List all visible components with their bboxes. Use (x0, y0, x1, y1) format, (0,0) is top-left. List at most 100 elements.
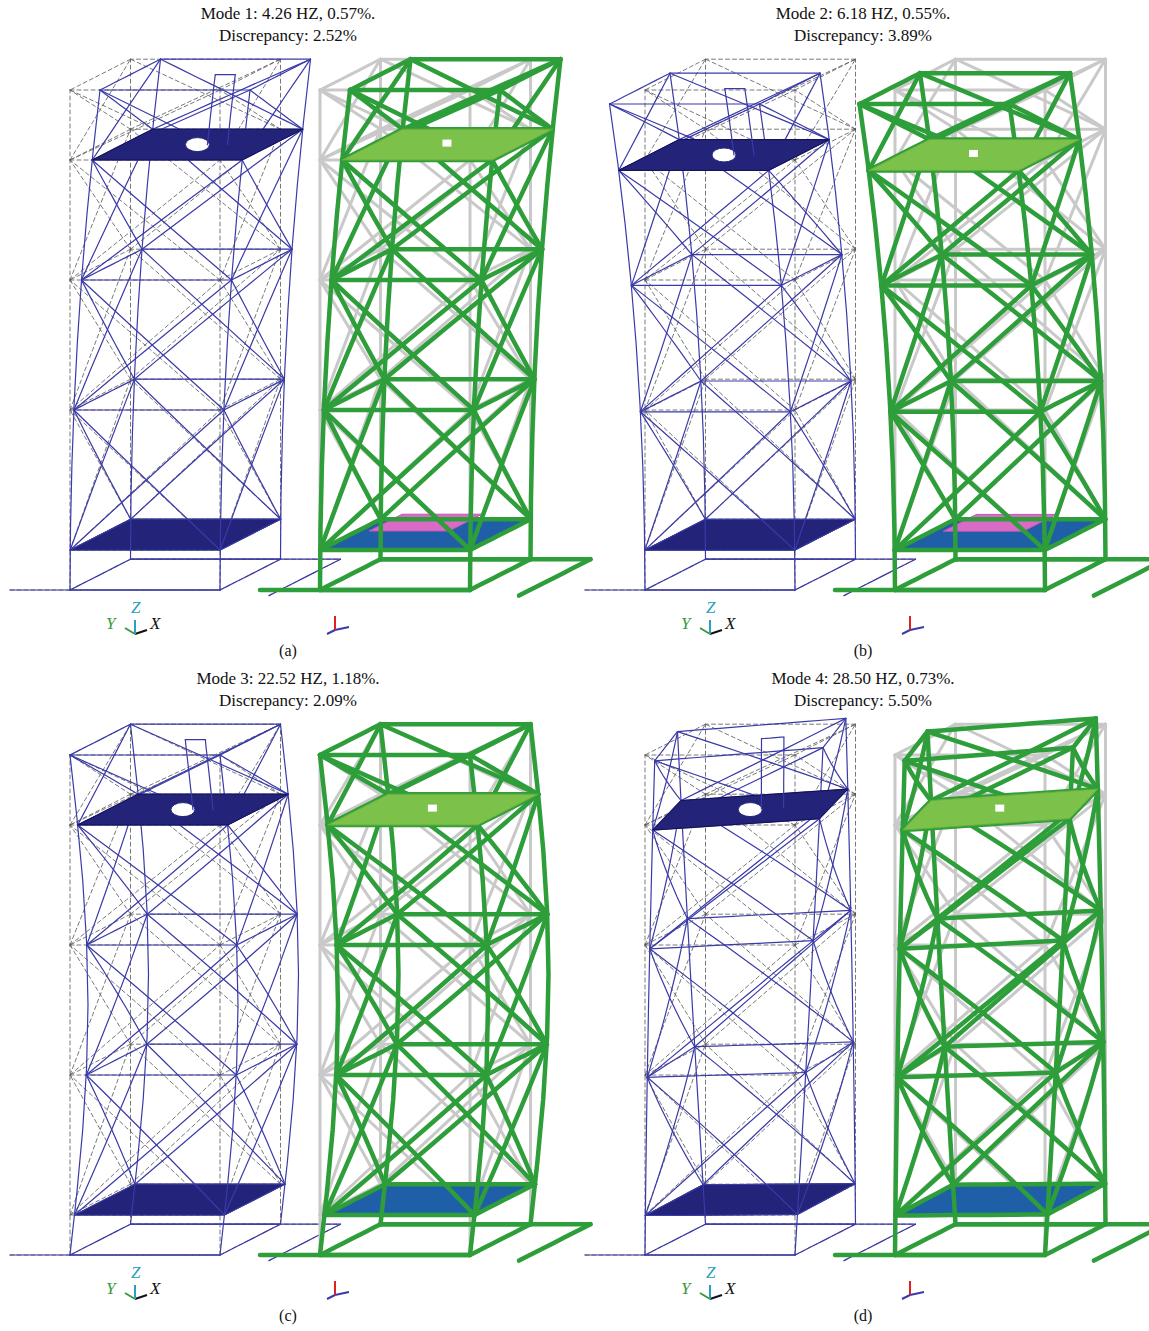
tower-member (75, 1075, 237, 1215)
tower-member (205, 740, 213, 810)
tower-member (640, 255, 692, 412)
tower-member (645, 825, 795, 945)
tower-member (795, 249, 856, 280)
mode-title: Discrepancy: 2.09% (219, 691, 357, 711)
tower-member (10, 1255, 220, 1256)
tower-member (147, 914, 297, 915)
tower-member (131, 1044, 281, 1184)
tower-member (706, 379, 856, 380)
tower-member (1094, 559, 1149, 595)
axis-label: Y (681, 614, 690, 634)
tower-member (795, 559, 856, 590)
tower-member (890, 410, 1040, 415)
tower-member (74, 379, 134, 410)
tower-member (645, 280, 795, 410)
tower-member (869, 170, 1032, 285)
axis-label: X (150, 614, 160, 634)
tower-member (945, 910, 1101, 1046)
tower-member (131, 1044, 281, 1184)
tower-member (381, 558, 591, 561)
panel-caption: (a) (279, 642, 297, 660)
tower-member (956, 558, 1149, 561)
tower-member (381, 517, 531, 522)
floor-plate (645, 519, 856, 550)
tower-member (519, 559, 591, 595)
tower-member (320, 549, 470, 552)
axis-arrow (910, 1292, 924, 1295)
tower-member (1045, 1224, 1106, 1255)
axis-arrow (327, 630, 335, 634)
tower-member (679, 73, 820, 139)
tower-member (220, 1224, 281, 1255)
tower-member (650, 941, 813, 949)
tower-member (207, 75, 215, 145)
plate-hole (442, 140, 451, 147)
tower-member (647, 941, 813, 1078)
mode-title: Mode 4: 28.50 HZ, 0.73%. (771, 669, 954, 689)
tower-member (645, 1224, 706, 1255)
tower-member (795, 1224, 856, 1255)
tower-member (236, 914, 297, 1075)
floor-plate (903, 789, 1098, 830)
tower-member (131, 724, 281, 725)
tower-member (82, 160, 243, 280)
axis-label: X (725, 1279, 735, 1299)
tower-member (87, 945, 147, 1044)
tower-member (82, 279, 232, 280)
tower-member (381, 1223, 591, 1226)
tower-member (381, 724, 539, 794)
tower-member (645, 945, 795, 1075)
tower-member (1094, 559, 1149, 595)
tower-member (795, 1224, 856, 1255)
tower-member (678, 718, 846, 731)
tower-member (86, 945, 236, 1075)
tower-member (650, 949, 695, 1047)
tower-member (820, 73, 856, 559)
tower-member (703, 1042, 853, 1185)
tower-member (687, 910, 850, 918)
mode-title: Mode 3: 22.52 HZ, 1.18%. (196, 669, 379, 689)
axis-arrow (125, 628, 135, 634)
tower-member (645, 1224, 706, 1255)
tower-member (220, 755, 281, 794)
axis-arrow (902, 1295, 910, 1299)
tower-member (795, 559, 856, 590)
tower-member (820, 819, 851, 911)
tower-member (1094, 1224, 1149, 1260)
axis-label: Y (681, 1279, 690, 1299)
tower-member (701, 255, 842, 381)
tower-member (795, 914, 856, 1075)
floor-plate (869, 140, 1079, 171)
tower-member (70, 1224, 131, 1255)
tower-member (653, 830, 813, 941)
tower-member (519, 1224, 591, 1260)
axis-arrow (135, 630, 147, 634)
tower-member (74, 280, 232, 410)
tower-member (385, 1182, 535, 1187)
tower-member (74, 409, 224, 410)
tower-member (320, 1224, 381, 1255)
axis-arrow (335, 627, 349, 630)
tower-member (631, 285, 781, 286)
floor-plate (342, 129, 553, 160)
tower-member (280, 724, 281, 1224)
mode-title: Discrepancy: 3.89% (794, 26, 932, 46)
axis-label: X (725, 614, 735, 634)
tower-member (86, 1075, 224, 1215)
tower-member (381, 1222, 591, 1227)
tower-member (942, 255, 1101, 381)
axis-label: Z (706, 1263, 715, 1283)
tower-member (835, 588, 1045, 593)
tower-member (951, 255, 1092, 381)
tower-member (82, 280, 224, 410)
axis-arrow (700, 1293, 710, 1299)
tower-member (706, 1224, 916, 1225)
tower-member (956, 557, 1149, 562)
tower-member (895, 1224, 956, 1255)
tower-member (470, 1224, 531, 1255)
tower-member (953, 1042, 1103, 1185)
floor-plate (645, 1184, 855, 1216)
tower-member (381, 723, 531, 726)
tower-member (220, 945, 281, 1044)
tower-member (695, 910, 851, 1046)
